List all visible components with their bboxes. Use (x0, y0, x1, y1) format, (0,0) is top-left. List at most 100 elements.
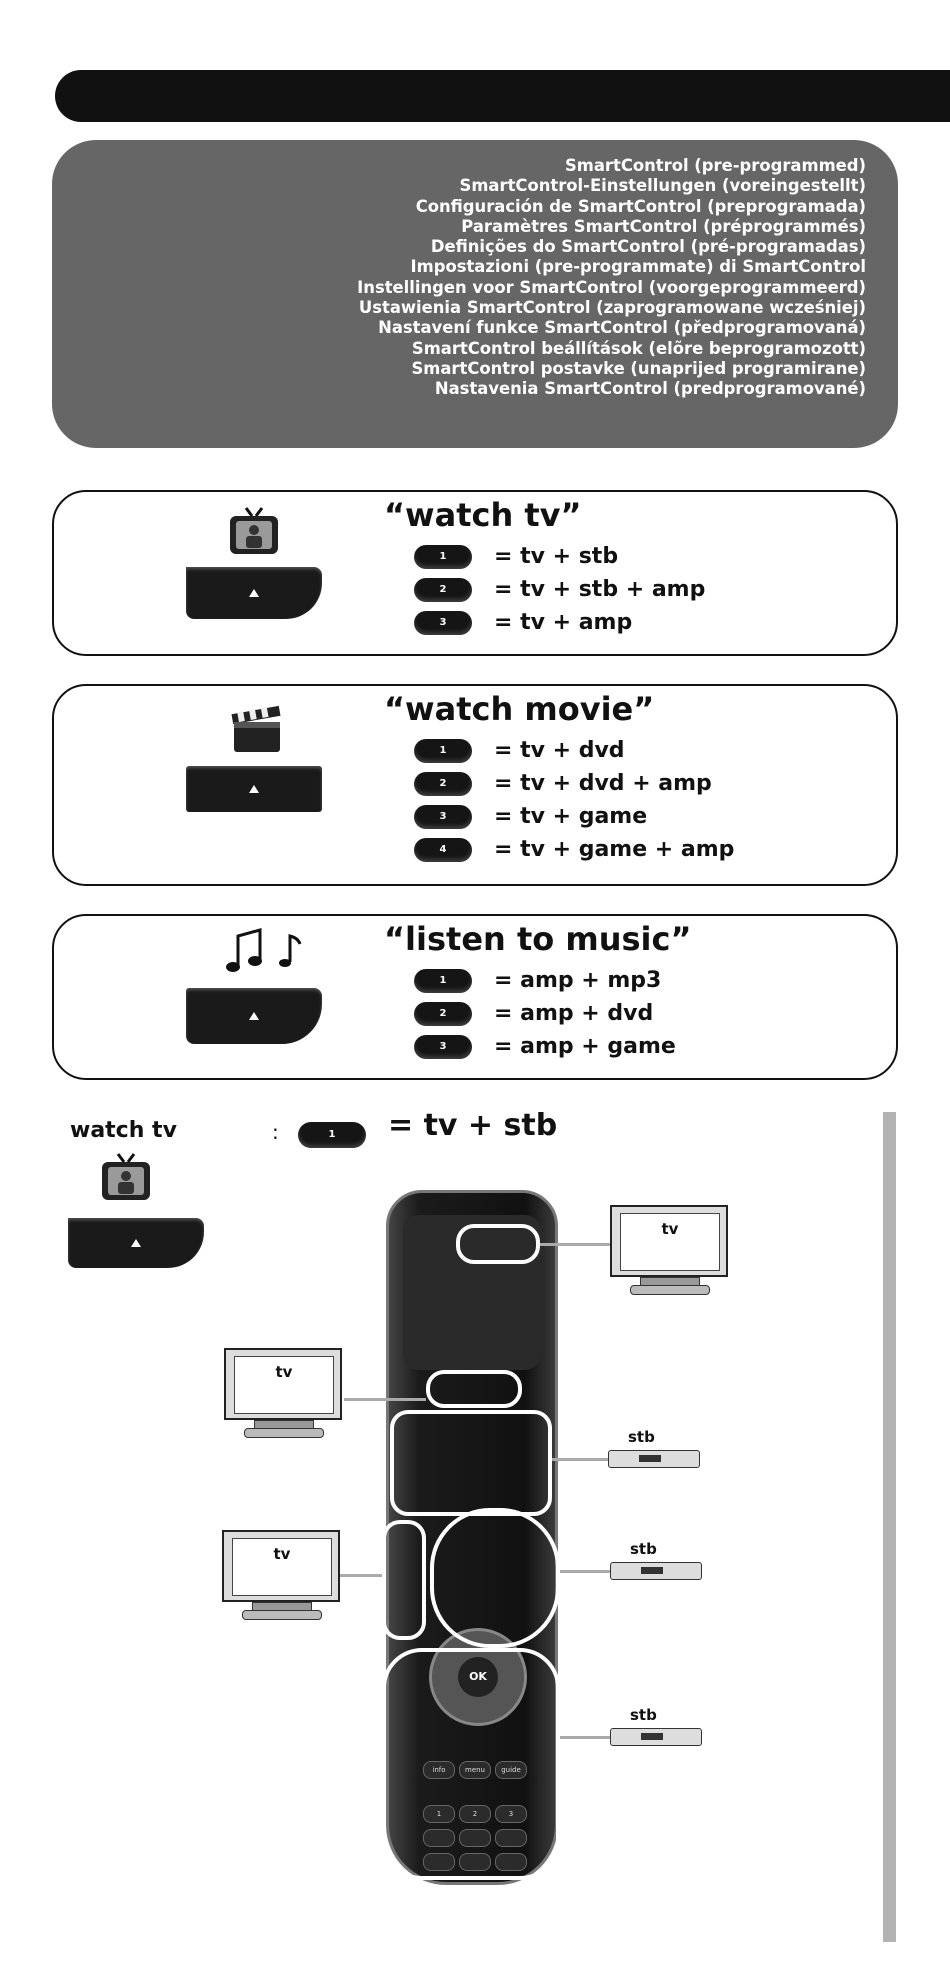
stb-label: stb (630, 1540, 657, 1558)
stb-slot (639, 1455, 661, 1462)
example-label: watch tv (70, 1118, 177, 1143)
device-combination: = tv + game (494, 804, 648, 829)
monitor-frame: tv (222, 1530, 340, 1602)
device-combination: = amp + mp3 (494, 968, 662, 993)
language-title-nl: Instellingen voor SmartControl (voorgepr… (357, 277, 866, 297)
language-title-pt: Definições do SmartControl (pré-programa… (430, 237, 866, 257)
stb-slot (641, 1567, 663, 1574)
stb-box (608, 1450, 700, 1468)
device-combination: = tv + dvd (494, 738, 625, 763)
monitor-screen-label: tv (232, 1538, 332, 1596)
device-combination: = tv + stb (494, 544, 619, 569)
dpad-highlight (430, 1508, 560, 1648)
key-menu[interactable]: menu (459, 1761, 491, 1779)
stb-device-2: stb (610, 1540, 702, 1580)
volume-highlight (382, 1520, 426, 1640)
music-notes-icon (226, 928, 302, 972)
clapperboard-icon (231, 705, 281, 752)
language-title-hu: SmartControl beállítások (elõre beprogra… (411, 338, 866, 358)
up-arrow-icon (249, 785, 259, 793)
ok-button[interactable]: OK (458, 1657, 498, 1697)
language-title-de: SmartControl-Einstellungen (voreingestel… (459, 176, 866, 196)
mode-listen-to-music: “listen to music” 1 = amp + mp3 2 = amp … (52, 914, 898, 1080)
connector-line (560, 1736, 610, 1739)
up-arrow-icon (131, 1239, 141, 1247)
number-key-1[interactable]: 1 (414, 969, 472, 993)
device-combination: = amp + dvd (494, 1001, 654, 1026)
mode-title: “listen to music” (384, 920, 692, 958)
number-key-4[interactable]: 4 (414, 838, 472, 862)
stb-label: stb (630, 1706, 657, 1724)
key-2[interactable]: 2 (459, 1805, 491, 1823)
connector-line (560, 1570, 610, 1573)
language-title-list: SmartControl (pre-programmed) SmartContr… (357, 156, 866, 400)
tv-monitor-top: tv (610, 1205, 728, 1297)
monitor-screen-label: tv (620, 1213, 720, 1271)
number-key-3[interactable]: 3 (414, 611, 472, 635)
language-title-pl: Ustawienia SmartControl (zaprogramowane … (358, 298, 866, 318)
number-key-2[interactable]: 2 (414, 578, 472, 602)
key-1[interactable]: 1 (423, 1805, 455, 1823)
device-combination: = tv + dvd + amp (494, 771, 712, 796)
side-rail (883, 1112, 896, 1942)
key-guide[interactable]: guide (495, 1761, 527, 1779)
mode-watch-movie: “watch movie” 1 = tv + dvd 2 = tv + dvd … (52, 684, 898, 886)
example-activity-button[interactable] (68, 1218, 204, 1268)
monitor-screen-label: tv (234, 1356, 334, 1414)
key[interactable] (423, 1853, 455, 1871)
language-title-hr: SmartControl postavke (unaprijed program… (411, 358, 866, 378)
key[interactable] (459, 1853, 491, 1871)
monitor-frame: tv (610, 1205, 728, 1277)
device-combination: = amp + game (494, 1034, 676, 1059)
tv-monitor-left-2: tv (222, 1530, 340, 1622)
mode-title: “watch tv” (384, 496, 582, 534)
connector-line (340, 1574, 382, 1577)
connector-line (552, 1458, 608, 1461)
number-key-3[interactable]: 3 (414, 805, 472, 829)
header-bar (55, 70, 950, 122)
language-title-fr: Paramètres SmartControl (préprogrammés) (461, 216, 866, 236)
monitor-frame: tv (224, 1348, 342, 1420)
stb-slot (641, 1733, 663, 1740)
key-3[interactable]: 3 (495, 1805, 527, 1823)
key[interactable] (459, 1829, 491, 1847)
key-info[interactable]: info (423, 1761, 455, 1779)
number-key-3[interactable]: 3 (414, 1035, 472, 1059)
keypad-highlight (382, 1648, 560, 1880)
language-title-sk: Nastavenia SmartControl (predprogramovan… (434, 379, 866, 399)
number-key-2[interactable]: 2 (414, 1002, 472, 1026)
monitor-base (244, 1428, 324, 1438)
up-arrow-icon (249, 1012, 259, 1020)
monitor-base (630, 1285, 710, 1295)
device-combination: = tv + amp (494, 610, 633, 635)
key[interactable] (495, 1829, 527, 1847)
stb-box (610, 1562, 702, 1580)
stb-device-3: stb (610, 1706, 702, 1746)
stb-label: stb (628, 1428, 655, 1446)
language-titles-panel: SmartControl (pre-programmed) SmartContr… (52, 140, 898, 448)
connector-line (344, 1398, 426, 1401)
language-title-it: Impostazioni (pre-programmate) di SmartC… (410, 257, 866, 277)
connector-line (540, 1243, 610, 1246)
example-number-key[interactable]: 1 (298, 1122, 366, 1148)
number-key-1[interactable]: 1 (414, 739, 472, 763)
transport-keys-highlight (390, 1410, 552, 1516)
listen-music-activity-button[interactable] (186, 988, 322, 1044)
watch-tv-activity-button[interactable] (186, 567, 322, 619)
tv-icon (102, 1153, 150, 1200)
language-title-es: Configuración de SmartControl (preprogra… (415, 196, 866, 216)
power-keys-highlight (456, 1224, 540, 1264)
mode-watch-tv: “watch tv” 1 = tv + stb 2 = tv + stb + a… (52, 490, 898, 656)
example-colon: : (272, 1120, 279, 1144)
tv-icon (230, 507, 278, 554)
language-title-cs: Nastavení funkce SmartControl (předprogr… (378, 318, 866, 338)
number-key-2[interactable]: 2 (414, 772, 472, 796)
up-arrow-icon (249, 589, 259, 597)
example-equation: = tv + stb (388, 1108, 558, 1143)
number-key-1[interactable]: 1 (414, 545, 472, 569)
watch-movie-activity-button[interactable] (186, 766, 322, 812)
key[interactable] (423, 1829, 455, 1847)
stb-box (610, 1728, 702, 1746)
device-combination: = tv + stb + amp (494, 577, 706, 602)
language-title-en: SmartControl (pre-programmed) (564, 156, 866, 175)
